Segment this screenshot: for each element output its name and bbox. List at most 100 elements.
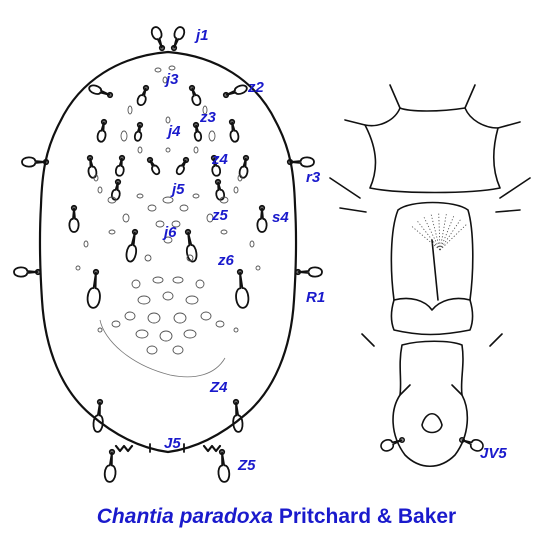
- seta-j1-left: [150, 26, 163, 49]
- pore: [97, 186, 103, 194]
- caption-authority: Pritchard & Baker: [278, 505, 457, 528]
- sternal-shield: [364, 107, 501, 194]
- pore: [165, 147, 171, 153]
- seta-z6-left: [86, 271, 101, 309]
- coxal-line-5: [361, 333, 375, 347]
- seta-j5-left: [149, 159, 161, 176]
- pore: [237, 174, 243, 182]
- seta-Z4-right-base: [232, 398, 240, 406]
- pore: [220, 229, 228, 235]
- pore: [192, 193, 200, 199]
- pore: [146, 345, 158, 355]
- pore: [137, 146, 143, 154]
- sternal-line-right: [464, 84, 476, 109]
- seta-z6-right-base: [236, 268, 244, 276]
- seta-j4-left: [133, 124, 143, 142]
- pore: [131, 279, 141, 289]
- label-j5: j5: [170, 181, 185, 198]
- seta-JV5-right: [461, 439, 484, 452]
- seta-r3-right: [289, 156, 315, 168]
- sternal-line-left: [389, 84, 401, 109]
- pore: [127, 105, 133, 115]
- seta-j4-right: [193, 124, 203, 142]
- pore: [179, 204, 189, 212]
- pore: [172, 345, 184, 355]
- pore: [120, 130, 128, 142]
- seta-j6-right: [185, 231, 198, 263]
- seta-Z4-left-base: [96, 398, 104, 406]
- pore: [155, 220, 165, 228]
- posterior-notch-right: [202, 444, 222, 453]
- label-R1: R1: [306, 289, 325, 306]
- coxal-line-4: [495, 209, 521, 213]
- posterior-notch-left: [114, 444, 134, 453]
- seta-s4-right-base: [258, 204, 266, 212]
- pore: [108, 229, 116, 235]
- label-j4: j4: [166, 123, 181, 140]
- ventrianal-lines: [399, 384, 463, 396]
- seta-z2-right-base: [222, 91, 230, 99]
- pore: [233, 327, 239, 333]
- seta-z3-left-base: [100, 118, 108, 126]
- seta-j3-right: [191, 87, 202, 106]
- seta-Z4-left: [92, 401, 104, 433]
- pore: [93, 174, 99, 182]
- seta-Z4-right: [232, 401, 244, 433]
- seta-s4-left-base: [70, 204, 78, 212]
- figure-caption: Chantia paradoxa Pritchard & Baker: [0, 505, 553, 529]
- pore: [165, 116, 171, 124]
- pore: [122, 213, 130, 223]
- caption-species: Chantia paradoxa: [96, 505, 273, 528]
- seta-R1-left-base: [34, 268, 42, 276]
- pore: [83, 240, 89, 248]
- pore: [111, 320, 121, 328]
- pore: [154, 67, 162, 73]
- pore: [193, 146, 199, 154]
- label-z3: z3: [199, 109, 217, 126]
- seta-mid-right: [211, 157, 221, 177]
- seta-z4-right: [238, 157, 249, 179]
- pore: [183, 329, 197, 339]
- label-j6: j6: [162, 224, 177, 241]
- coxal-line-1: [329, 177, 361, 199]
- seta-z3-right-base: [228, 118, 236, 126]
- seta-Z5-left-base: [108, 448, 116, 456]
- pore: [97, 327, 103, 333]
- pore: [202, 105, 208, 115]
- seta-z3-left: [96, 121, 107, 143]
- pore: [215, 320, 225, 328]
- label-s4: s4: [272, 209, 289, 226]
- pore: [136, 193, 144, 199]
- pore: [162, 291, 174, 301]
- pore: [168, 65, 176, 71]
- pore: [152, 276, 164, 284]
- seta-z5-left-base: [114, 178, 122, 186]
- pore: [147, 204, 157, 212]
- ventrianal-shield: [392, 340, 469, 468]
- seta-j5-right-base: [182, 156, 190, 164]
- pore: [147, 312, 161, 324]
- seta-JV5-left: [380, 439, 403, 452]
- label-Z4: Z4: [209, 379, 228, 396]
- pore: [172, 276, 184, 284]
- pore: [159, 330, 173, 342]
- pore: [195, 279, 205, 289]
- seta-JV5-left-base: [398, 436, 405, 443]
- seta-z4-left-base: [86, 154, 94, 162]
- label-JV5: JV5: [480, 445, 507, 462]
- seta-s4-left: [68, 207, 80, 233]
- seta-j3-left: [136, 87, 147, 106]
- seta-R1-left: [13, 266, 39, 278]
- genital-inner-line: [393, 297, 471, 311]
- genital-inner-line-2: [431, 239, 439, 301]
- label-J5: J5: [164, 435, 181, 452]
- seta-Z5-left: [103, 451, 117, 483]
- seta-j6-left: [125, 231, 138, 263]
- seta-R1-right-base: [294, 268, 302, 276]
- pore: [200, 311, 212, 321]
- reticulation-line: [99, 319, 226, 378]
- genital-stria: [439, 214, 455, 251]
- seta-j5-left-base: [146, 156, 154, 164]
- genital-stria: [439, 212, 447, 251]
- seta-z6-right: [235, 271, 250, 309]
